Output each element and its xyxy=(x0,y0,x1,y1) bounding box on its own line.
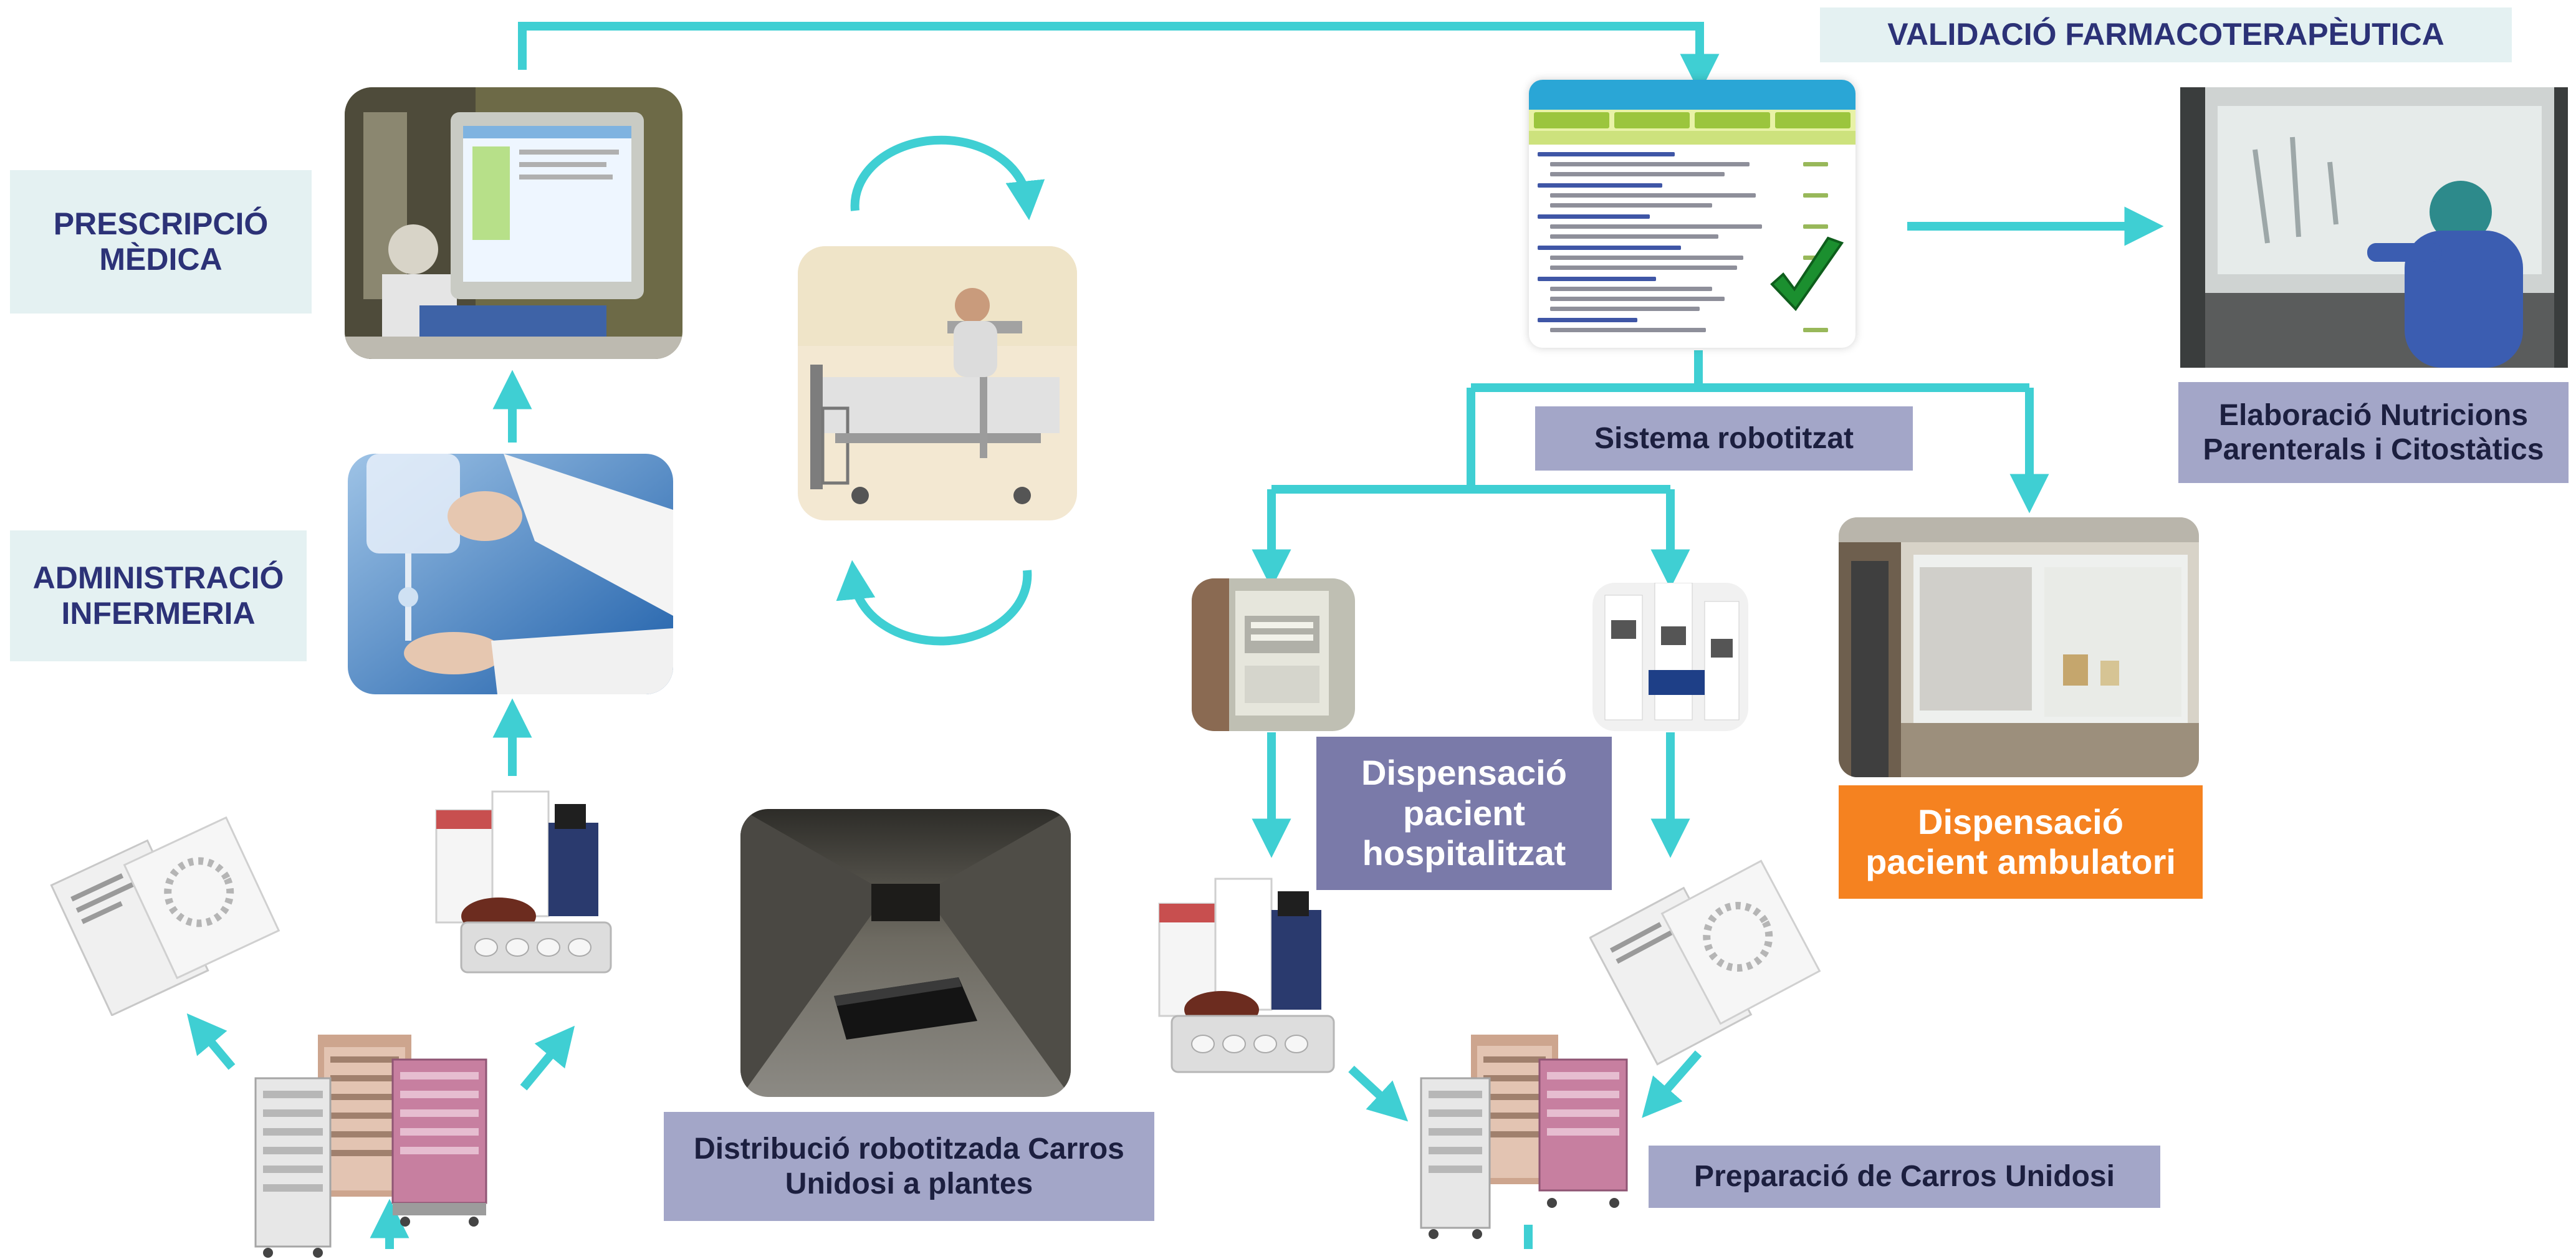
hospital-bed-photo xyxy=(798,246,1077,520)
label-prescripcio: PRESCRIPCIÓ MÈDICA xyxy=(10,170,312,314)
unit-dose-carts-photo xyxy=(249,1022,505,1259)
checkmark-icon xyxy=(1770,236,1844,312)
label-validacio: VALIDACIÓ FARMACOTERAPÈUTICA xyxy=(1820,7,2512,62)
label-distribucio: Distribució robotitzada Carros Unidosi a… xyxy=(664,1112,1154,1221)
arrow-packs-to-carts-left xyxy=(1348,1065,1409,1122)
pharmacy-counter-photo xyxy=(1839,517,2199,777)
arrow-carts-to-tags xyxy=(186,1013,236,1070)
nurse-lab-hood-photo xyxy=(2180,87,2568,368)
circular-arrow-bottom xyxy=(836,560,1032,646)
circular-arrow-top xyxy=(850,135,1045,221)
label-sistema-robotitzat: Sistema robotitzat xyxy=(1535,406,1913,471)
label-dispensacio-hospitalitzat: Dispensació pacient hospitalitzat xyxy=(1316,737,1612,890)
prescription-software-screen xyxy=(1529,80,1855,348)
robot-corridor-photo xyxy=(740,809,1071,1097)
prescription-computer-photo xyxy=(345,87,682,359)
iv-drip-photo xyxy=(348,454,673,694)
arrow-prescripcio-to-validacio xyxy=(518,22,1720,93)
medication-packages-photo xyxy=(1147,866,1371,1091)
medication-packages-photo xyxy=(424,785,648,985)
blister-packs-photo xyxy=(1589,854,1826,1066)
label-preparacio: Preparació de Carros Unidosi xyxy=(1649,1146,2160,1208)
label-elaboracio: Elaboració Nutricions Parenterals i Cito… xyxy=(2178,382,2569,483)
arrow-packs-to-carts-right xyxy=(1642,1050,1702,1118)
unit-dose-carts-photo xyxy=(1415,1028,1639,1240)
robotic-dispenser-photo xyxy=(1192,578,1355,731)
label-dispensacio-ambulatori: Dispensació pacient ambulatori xyxy=(1839,785,2203,899)
label-administracio: ADMINISTRACIÓ INFERMERIA xyxy=(10,530,307,661)
medication-packages-photo xyxy=(1592,583,1748,731)
arrow-carts-to-meds xyxy=(520,1025,575,1091)
blister-packs-photo xyxy=(37,816,287,1016)
